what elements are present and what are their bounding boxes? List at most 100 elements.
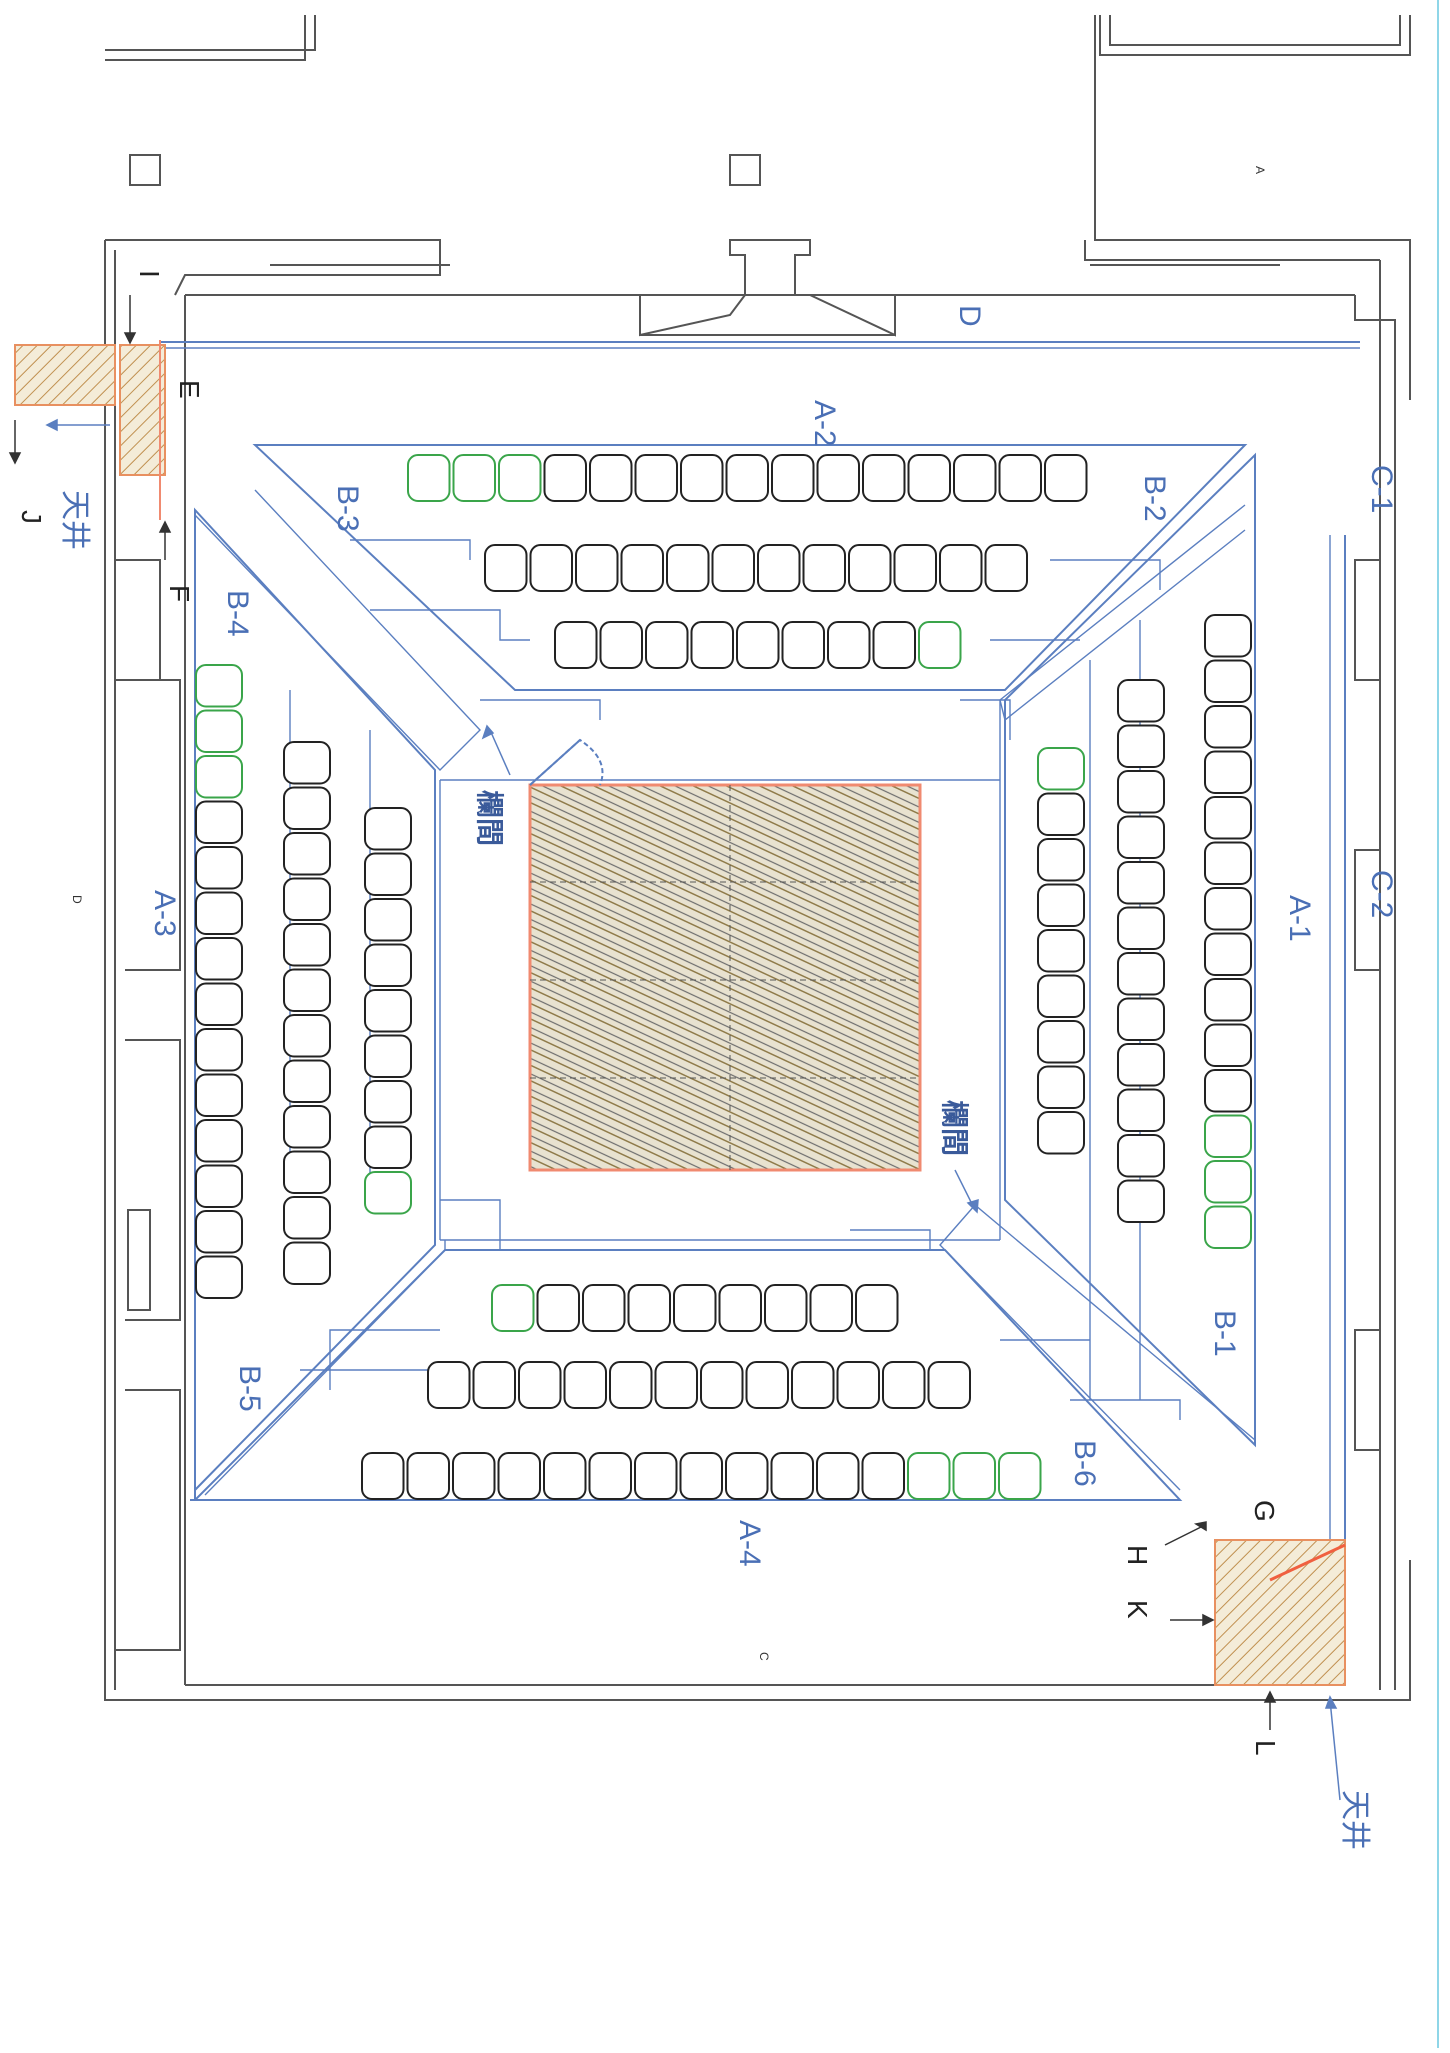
left-row1-seat[interactable] [195,800,243,844]
top-row2-seat[interactable] [575,544,619,592]
top-row1-seat[interactable] [771,454,815,502]
left-row3-seat[interactable] [364,943,412,987]
right-row3-seat[interactable] [1037,1065,1085,1109]
right-row2-seat[interactable] [1117,1088,1165,1132]
right-row3-seat[interactable] [1037,747,1085,791]
left-row3-seat[interactable] [364,807,412,851]
left-row1-seat[interactable] [195,1073,243,1117]
top-row1-seat[interactable] [680,454,724,502]
right-row1-seat[interactable] [1204,750,1252,794]
top-row2-seat[interactable] [620,544,664,592]
left-row2-seat[interactable] [283,1241,331,1285]
right-row3-seat[interactable] [1037,1111,1085,1155]
top-row3-seat[interactable] [645,621,689,669]
top-row3-seat[interactable] [736,621,780,669]
left-row1-seat[interactable] [195,709,243,753]
top-row1-seat[interactable] [543,454,587,502]
right-row1-seat[interactable] [1204,841,1252,885]
top-row1-seat[interactable] [816,454,860,502]
top-row1-seat[interactable] [407,454,451,502]
bottom-row1-seat[interactable] [952,1452,996,1500]
left-row2-seat[interactable] [283,1150,331,1194]
top-row3-seat[interactable] [599,621,643,669]
bottom-row1-seat[interactable] [543,1452,587,1500]
right-row2-seat[interactable] [1117,1134,1165,1178]
right-row2-seat[interactable] [1117,724,1165,768]
top-row1-seat[interactable] [634,454,678,502]
right-row1-seat[interactable] [1204,1114,1252,1158]
right-row2-seat[interactable] [1117,815,1165,859]
bottom-row1-seat[interactable] [406,1452,450,1500]
bottom-row1-seat[interactable] [634,1452,678,1500]
bottom-row2-seat[interactable] [882,1361,926,1409]
right-row3-seat[interactable] [1037,883,1085,927]
left-row1-seat[interactable] [195,1119,243,1163]
left-row1-seat[interactable] [195,937,243,981]
bottom-row2-seat[interactable] [427,1361,471,1409]
left-row1-seat[interactable] [195,1210,243,1254]
left-row1-seat[interactable] [195,1028,243,1072]
right-row3-seat[interactable] [1037,838,1085,882]
left-row2-seat[interactable] [283,877,331,921]
bottom-row3-seat[interactable] [582,1284,626,1332]
top-row2-seat[interactable] [984,544,1028,592]
top-row1-seat[interactable] [452,454,496,502]
top-row2-seat[interactable] [893,544,937,592]
bottom-row1-seat[interactable] [725,1452,769,1500]
top-row2-seat[interactable] [848,544,892,592]
top-row1-seat[interactable] [589,454,633,502]
left-row2-seat[interactable] [283,741,331,785]
right-row1-seat[interactable] [1204,1023,1252,1067]
left-row2-seat[interactable] [283,923,331,967]
right-row2-seat[interactable] [1117,1179,1165,1223]
top-row2-seat[interactable] [529,544,573,592]
left-row2-seat[interactable] [283,1105,331,1149]
left-row2-seat[interactable] [283,1059,331,1103]
right-row1-seat[interactable] [1204,978,1252,1022]
right-row1-seat[interactable] [1204,932,1252,976]
right-row3-seat[interactable] [1037,1020,1085,1064]
bottom-row3-seat[interactable] [673,1284,717,1332]
right-row2-seat[interactable] [1117,679,1165,723]
top-row1-seat[interactable] [953,454,997,502]
left-row3-seat[interactable] [364,1171,412,1215]
bottom-row3-seat[interactable] [764,1284,808,1332]
right-row1-seat[interactable] [1204,1069,1252,1113]
right-row2-seat[interactable] [1117,952,1165,996]
bottom-row3-seat[interactable] [855,1284,899,1332]
left-row1-seat[interactable] [195,755,243,799]
top-row2-seat[interactable] [939,544,983,592]
right-row1-seat[interactable] [1204,614,1252,658]
top-row1-seat[interactable] [725,454,769,502]
bottom-row1-seat[interactable] [770,1452,814,1500]
top-row3-seat[interactable] [827,621,871,669]
top-row2-seat[interactable] [802,544,846,592]
bottom-row1-seat[interactable] [452,1452,496,1500]
bottom-row2-seat[interactable] [518,1361,562,1409]
bottom-row3-seat[interactable] [627,1284,671,1332]
right-row2-seat[interactable] [1117,770,1165,814]
right-row1-seat[interactable] [1204,796,1252,840]
bottom-row2-seat[interactable] [609,1361,653,1409]
bottom-row1-seat[interactable] [679,1452,723,1500]
right-row2-seat[interactable] [1117,861,1165,905]
bottom-row2-seat[interactable] [927,1361,971,1409]
left-row2-seat[interactable] [283,1196,331,1240]
right-row1-seat[interactable] [1204,1205,1252,1249]
top-row1-seat[interactable] [1044,454,1088,502]
bottom-row3-seat[interactable] [718,1284,762,1332]
top-row3-seat[interactable] [918,621,962,669]
left-row2-seat[interactable] [283,786,331,830]
top-row1-seat[interactable] [907,454,951,502]
bottom-row2-seat[interactable] [791,1361,835,1409]
right-row2-seat[interactable] [1117,906,1165,950]
right-row3-seat[interactable] [1037,792,1085,836]
bottom-row3-seat[interactable] [809,1284,853,1332]
top-row1-seat[interactable] [498,454,542,502]
bottom-row1-seat[interactable] [361,1452,405,1500]
left-row3-seat[interactable] [364,898,412,942]
bottom-row2-seat[interactable] [654,1361,698,1409]
bottom-row1-seat[interactable] [497,1452,541,1500]
bottom-row3-seat[interactable] [536,1284,580,1332]
left-row1-seat[interactable] [195,846,243,890]
